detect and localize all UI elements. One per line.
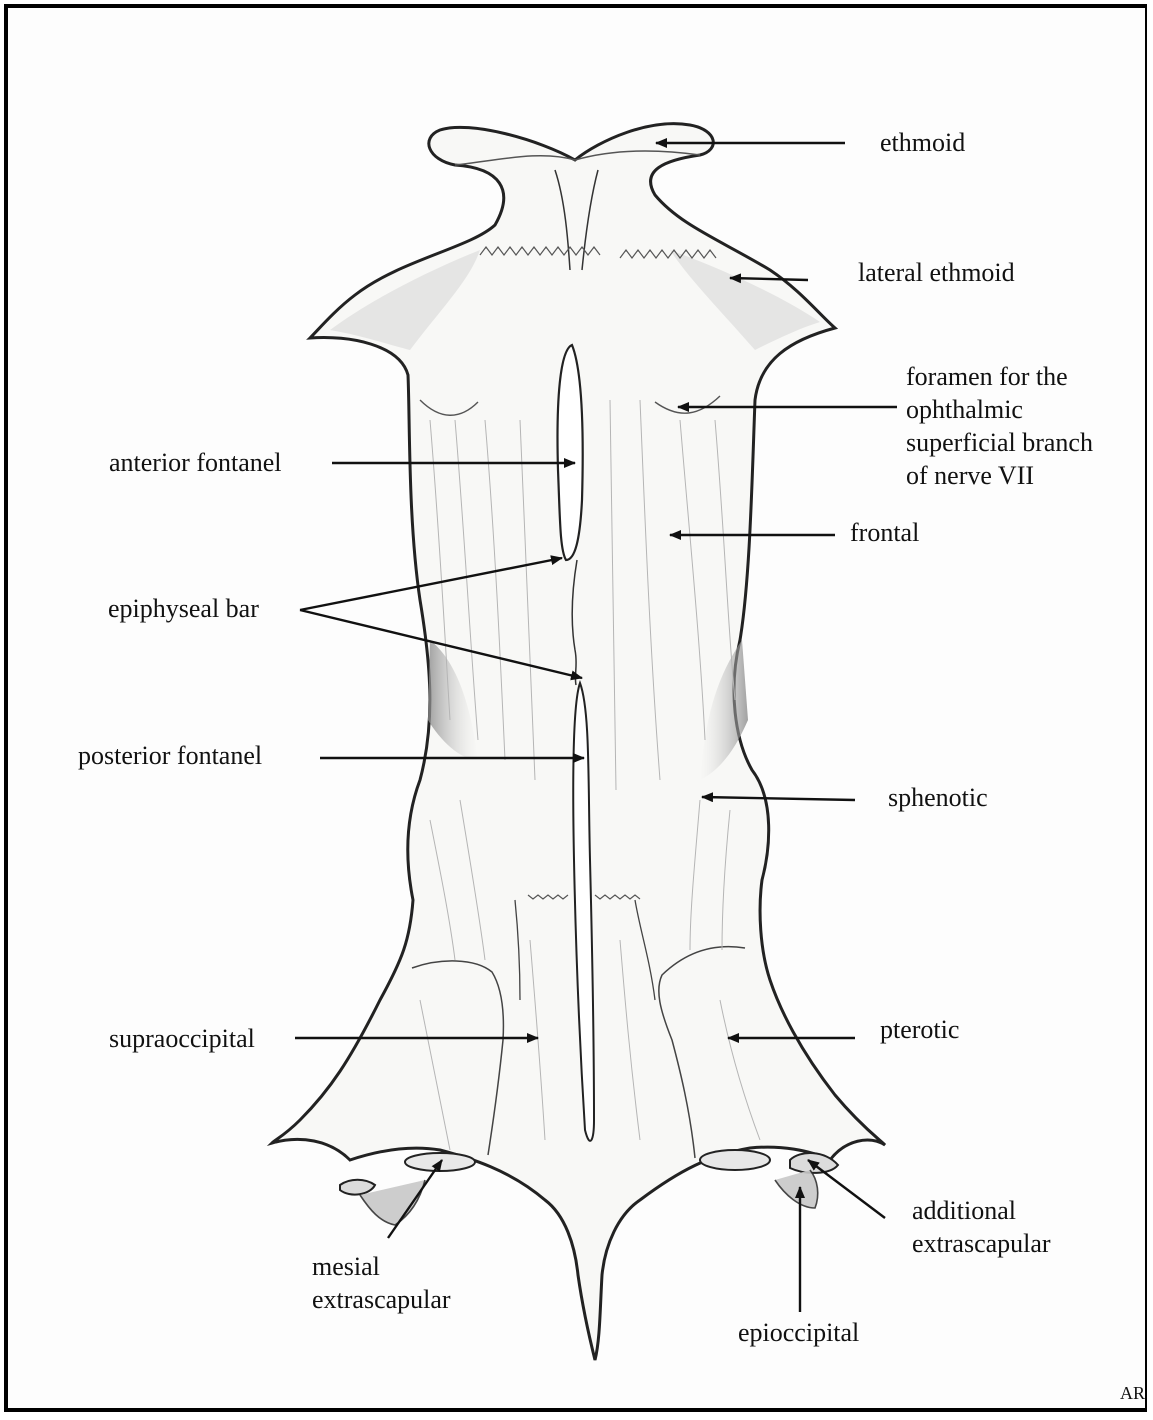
artist-credit: AR xyxy=(1120,1383,1145,1404)
label-epioccipital: epioccipital xyxy=(738,1316,859,1349)
label-additional-extrascapular-line1: additional xyxy=(912,1194,1051,1227)
label-mesial-extrascapular-line2: extrascapular xyxy=(312,1283,451,1316)
label-mesial-extrascapular-line1: mesial xyxy=(312,1250,451,1283)
label-foramen: foramen for the ophthalmic superficial b… xyxy=(906,360,1093,492)
label-additional-extrascapular: additional extrascapular xyxy=(912,1194,1051,1260)
arrow-additional-extrascapular xyxy=(808,1160,885,1218)
label-mesial-extrascapular: mesial extrascapular xyxy=(312,1250,451,1316)
label-ethmoid: ethmoid xyxy=(880,126,965,159)
label-foramen-line2: ophthalmic xyxy=(906,393,1093,426)
label-posterior-fontanel: posterior fontanel xyxy=(78,739,262,772)
label-additional-extrascapular-line2: extrascapular xyxy=(912,1227,1051,1260)
label-foramen-line3: superficial branch xyxy=(906,426,1093,459)
label-epiphyseal-bar: epiphyseal bar xyxy=(108,592,259,625)
label-anterior-fontanel: anterior fontanel xyxy=(109,446,282,479)
label-lateral-ethmoid: lateral ethmoid xyxy=(858,256,1015,289)
label-frontal: frontal xyxy=(850,516,919,549)
label-pterotic: pterotic xyxy=(880,1013,959,1046)
label-foramen-line1: foramen for the xyxy=(906,360,1093,393)
label-supraoccipital: supraoccipital xyxy=(109,1022,255,1055)
label-sphenotic: sphenotic xyxy=(888,781,988,814)
anterior-fontanel-shape xyxy=(558,345,583,560)
label-foramen-line4: of nerve VII xyxy=(906,459,1093,492)
